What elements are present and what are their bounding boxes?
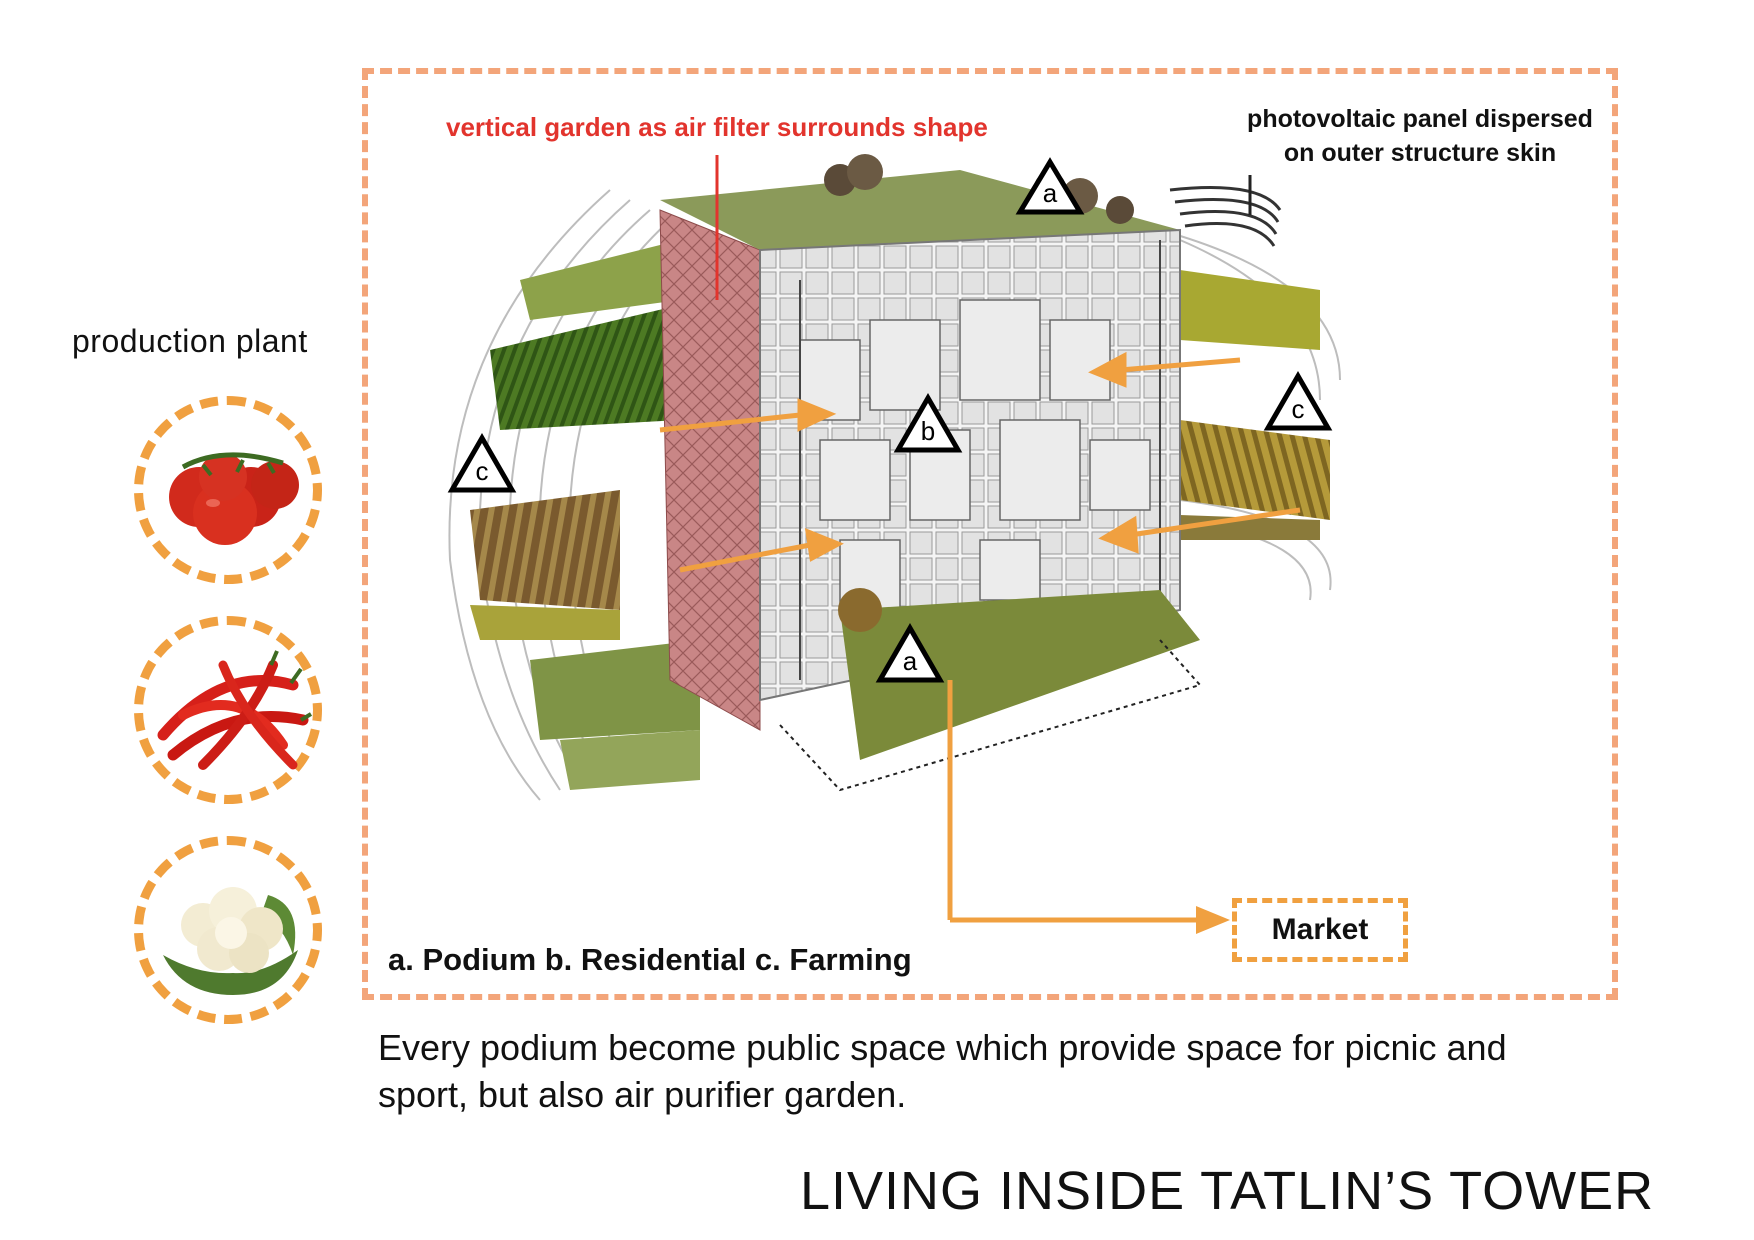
market-arrow xyxy=(950,906,1230,934)
marker-b: b xyxy=(893,392,963,453)
svg-text:a: a xyxy=(903,646,918,676)
flow-arrows xyxy=(659,351,1301,573)
marker-a-bottom: a xyxy=(875,622,945,683)
cauliflower-icon xyxy=(163,887,298,995)
ground-outline xyxy=(779,639,1202,792)
right-farming-terraces xyxy=(1180,270,1330,540)
production-plant-label: production plant xyxy=(72,323,308,359)
marker-a-top: a xyxy=(1015,157,1085,215)
vertical-garden-annotation: vertical garden as air filter surrounds … xyxy=(446,112,988,142)
cauliflower-item xyxy=(134,836,322,1024)
diagram-legend: a. Podium b. Residential c. Farming xyxy=(388,942,912,977)
photovoltaic-skin xyxy=(1169,186,1282,247)
caption-line-1: Every podium become public space which p… xyxy=(378,1027,1507,1068)
caption-line-2: sport, but also air purifier garden. xyxy=(378,1074,907,1115)
rooftop-garden xyxy=(660,170,1180,250)
svg-text:c: c xyxy=(1292,394,1305,424)
caption: Every podium become public space which p… xyxy=(378,1024,1618,1118)
vertical-garden-wall xyxy=(659,209,761,731)
market-box: Market xyxy=(1232,898,1408,962)
page-title: LIVING INSIDE TATLIN’S TOWER xyxy=(800,1161,1655,1221)
left-farming-terraces xyxy=(470,240,700,790)
tomato-icon xyxy=(169,452,299,545)
photovoltaic-annotation-line-2: on outer structure skin xyxy=(1283,139,1557,167)
tower-frame-lines xyxy=(799,240,1161,680)
diagram-frame xyxy=(362,68,1618,1000)
residential-modules xyxy=(799,299,1151,611)
svg-text:b: b xyxy=(921,416,935,446)
svg-text:a: a xyxy=(1043,178,1058,208)
marker-c-right: c xyxy=(1263,370,1333,431)
tower-diagram: a b a c c xyxy=(447,154,1341,920)
photovoltaic-annotation: photovoltaic panel dispersed on outer st… xyxy=(1180,102,1660,170)
tomato-item xyxy=(134,396,322,584)
marker-c-left: c xyxy=(447,432,517,493)
svg-text:c: c xyxy=(476,456,489,486)
photovoltaic-annotation-line-1: photovoltaic panel dispersed xyxy=(1247,105,1593,133)
chili-pepper-icon xyxy=(157,650,313,770)
chili-item xyxy=(134,616,322,804)
podium-ground xyxy=(840,590,1200,760)
podium-tree xyxy=(838,588,882,632)
